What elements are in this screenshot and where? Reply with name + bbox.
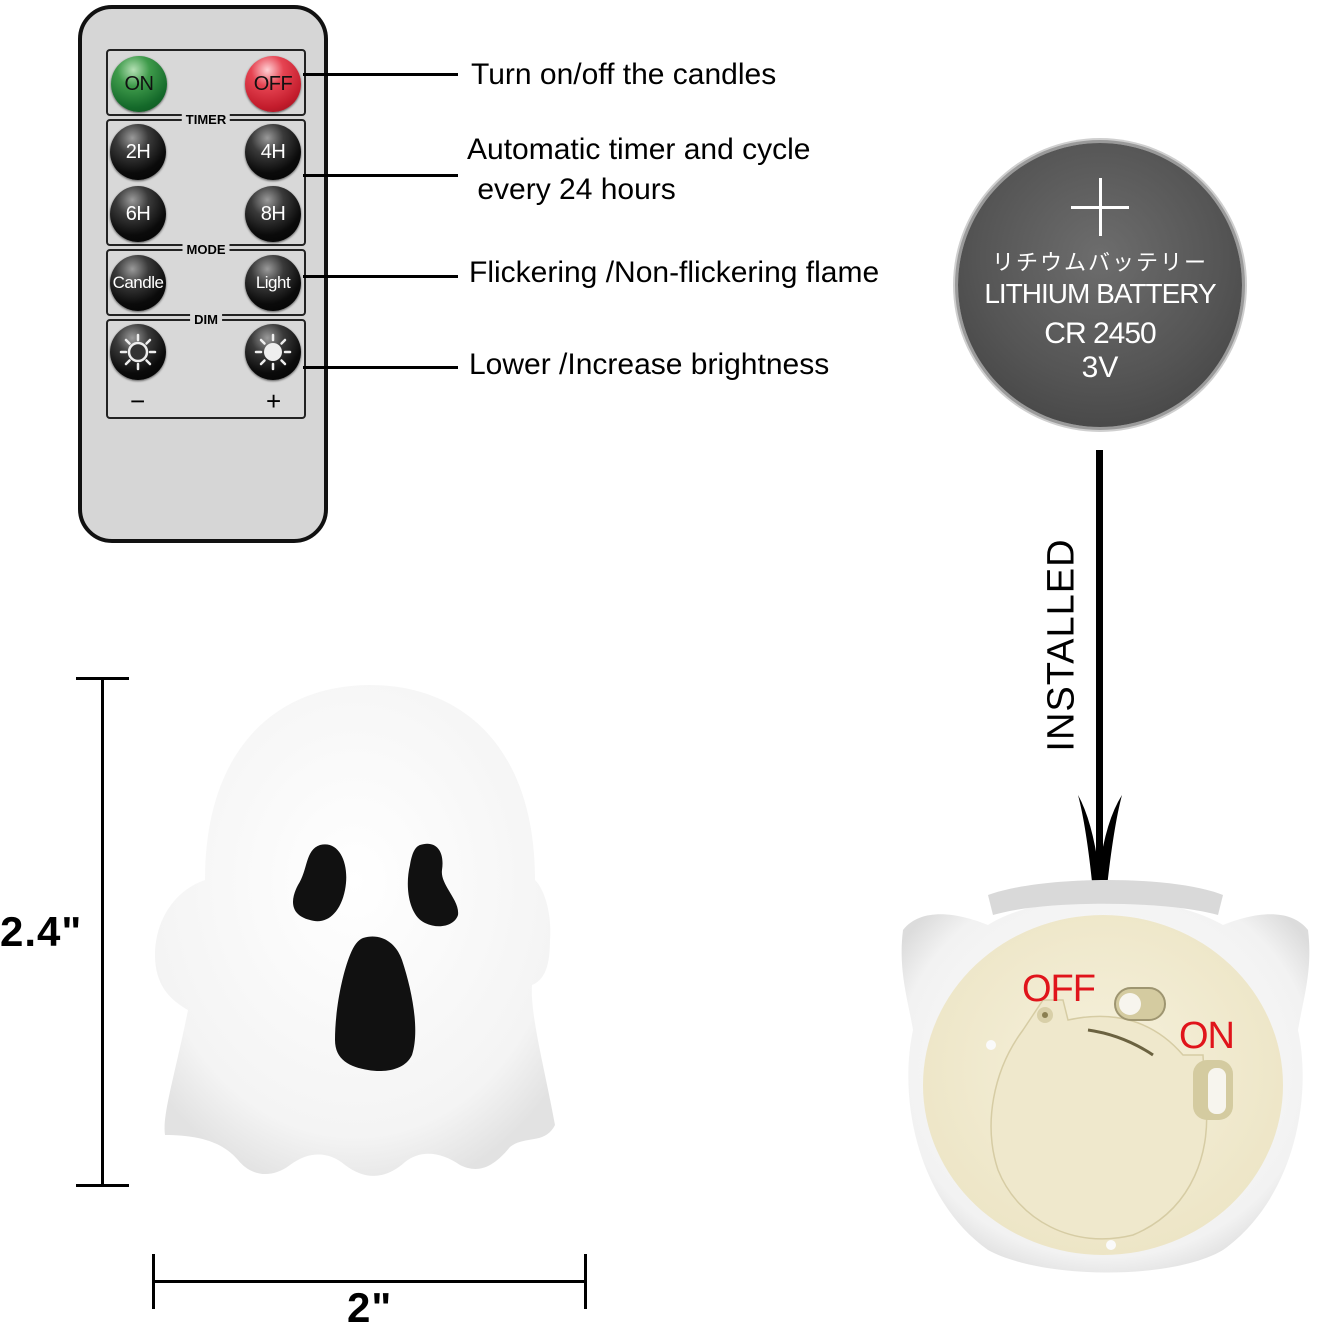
width-dim-right-tick (584, 1254, 587, 1309)
mode-panel: MODE Candle Light (106, 242, 306, 316)
battery-japanese-text: リチウムバッテリー (991, 250, 1208, 275)
coin-battery: リチウムバッテリー LITHIUM BATTERY CR 2450 3V (958, 143, 1242, 427)
height-dim-line (101, 677, 104, 1187)
installed-label-text: INSTALLED (1040, 538, 1083, 752)
remote-control: ON OFF TIMER 2H 4H 6H 8H MODE Candle Lig… (78, 5, 328, 543)
ghost-candle-image (155, 685, 555, 1176)
width-dim-line (152, 1280, 587, 1283)
timer-4h-button[interactable]: 4H (245, 124, 301, 180)
timer-label: TIMER (181, 112, 231, 128)
dim-minus-label: − (130, 386, 146, 416)
battery-holder-image (901, 880, 1310, 1273)
plus-icon (1071, 178, 1129, 236)
dim-panel: DIM − (106, 312, 306, 419)
off-button[interactable]: OFF (245, 56, 301, 112)
battery-voltage: 3V (1081, 351, 1119, 384)
dim-down-button[interactable] (110, 324, 166, 380)
leader-line-mode (303, 275, 458, 278)
leader-line-power (303, 73, 458, 76)
holder-off-label: OFF (1022, 968, 1096, 1010)
annotation-power: Turn on/off the candles (471, 58, 777, 91)
dim-label: DIM (190, 312, 222, 328)
dim-plus-label: + (266, 386, 282, 416)
height-dim-bottom-tick (76, 1184, 129, 1187)
on-button[interactable]: ON (111, 56, 167, 112)
sun-bright-icon (254, 333, 292, 371)
width-label: 2" (347, 1284, 393, 1331)
battery-type-label: LITHIUM BATTERY (984, 278, 1216, 309)
timer-8h-button[interactable]: 8H (245, 186, 301, 242)
annotation-timer-line1: Automatic timer and cycle (467, 133, 811, 166)
dim-up-button[interactable] (245, 324, 301, 380)
annotation-mode: Flickering /Non-flickering flame (469, 256, 880, 289)
leader-line-timer (303, 174, 458, 177)
height-label: 2.4" (0, 908, 83, 955)
sun-dim-icon (119, 333, 157, 371)
candle-mode-button[interactable]: Candle (110, 255, 166, 311)
installed-arrow-icon (1078, 450, 1122, 950)
annotation-dim: Lower /Increase brightness (469, 348, 830, 381)
installed-label: INSTALLED (1040, 530, 1083, 760)
power-panel: ON OFF (106, 49, 306, 116)
mode-label: MODE (182, 242, 230, 258)
timer-2h-button[interactable]: 2H (110, 124, 166, 180)
leader-line-dim (303, 366, 458, 369)
timer-6h-button[interactable]: 6H (110, 186, 166, 242)
annotation-timer-line2: every 24 hours (469, 173, 676, 206)
light-mode-button[interactable]: Light (245, 255, 301, 311)
holder-on-label: ON (1179, 1015, 1235, 1057)
timer-panel: TIMER 2H 4H 6H 8H (106, 112, 306, 246)
battery-model: CR 2450 (1044, 317, 1156, 350)
